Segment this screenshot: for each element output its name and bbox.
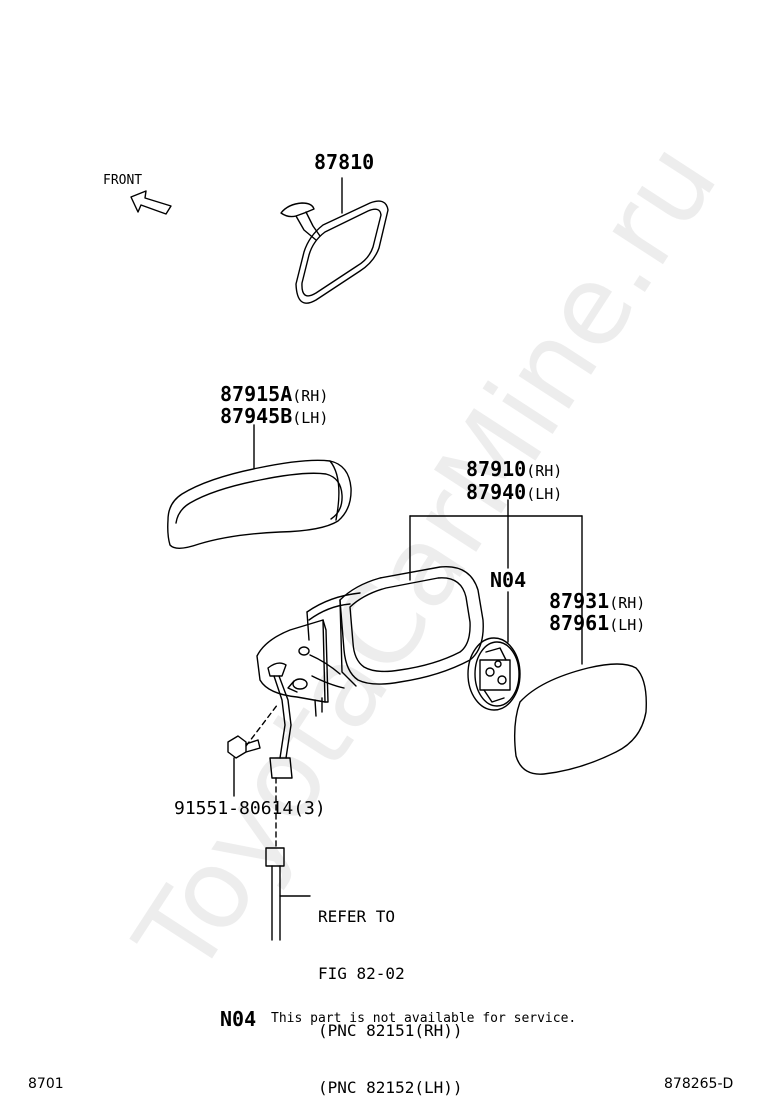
part-number-cover-rh: 87915A(RH) (220, 382, 329, 406)
connector-drawing (265, 847, 285, 941)
part-number-glass-lh: 87961(LH) (549, 611, 646, 635)
front-arrow-icon (130, 190, 172, 215)
note-code: N04 (220, 1007, 257, 1031)
bolt-drawing (227, 735, 261, 759)
part-number-glass-rh: 87931(RH) (549, 589, 646, 613)
part-number-outer-mirror-rh: 87910(RH) (466, 457, 563, 481)
reference-line-3: (PNC 82151(RH)) (318, 1021, 463, 1040)
outer-mirror-drawing (256, 566, 484, 779)
footer-right: 878265-D (664, 1076, 734, 1092)
part-number-outer-mirror-lh: 87940(LH) (466, 480, 563, 504)
reference-block: REFER TO FIG 82-02 (PNC 82151(RH)) (PNC … (318, 869, 463, 1116)
reference-line-4: (PNC 82152(LH)) (318, 1078, 463, 1097)
part-number-bolt: 91551-80614(3) (174, 798, 326, 819)
mirror-motor-drawing (467, 637, 521, 711)
note-text: This part is not available for service. (271, 1011, 577, 1026)
part-code-motor: N04 (490, 568, 527, 592)
mirror-cover-drawing (167, 459, 352, 549)
front-label: FRONT (103, 173, 143, 188)
footer-left: 8701 (28, 1076, 64, 1092)
reference-line-2: FIG 82-02 (318, 964, 405, 983)
mirror-glass-drawing (513, 663, 647, 775)
inner-mirror-drawing (280, 200, 389, 304)
part-number-cover-lh: 87945B(LH) (220, 404, 329, 428)
part-number-inner-mirror: 87810 (314, 150, 375, 174)
reference-line-1: REFER TO (318, 907, 396, 926)
